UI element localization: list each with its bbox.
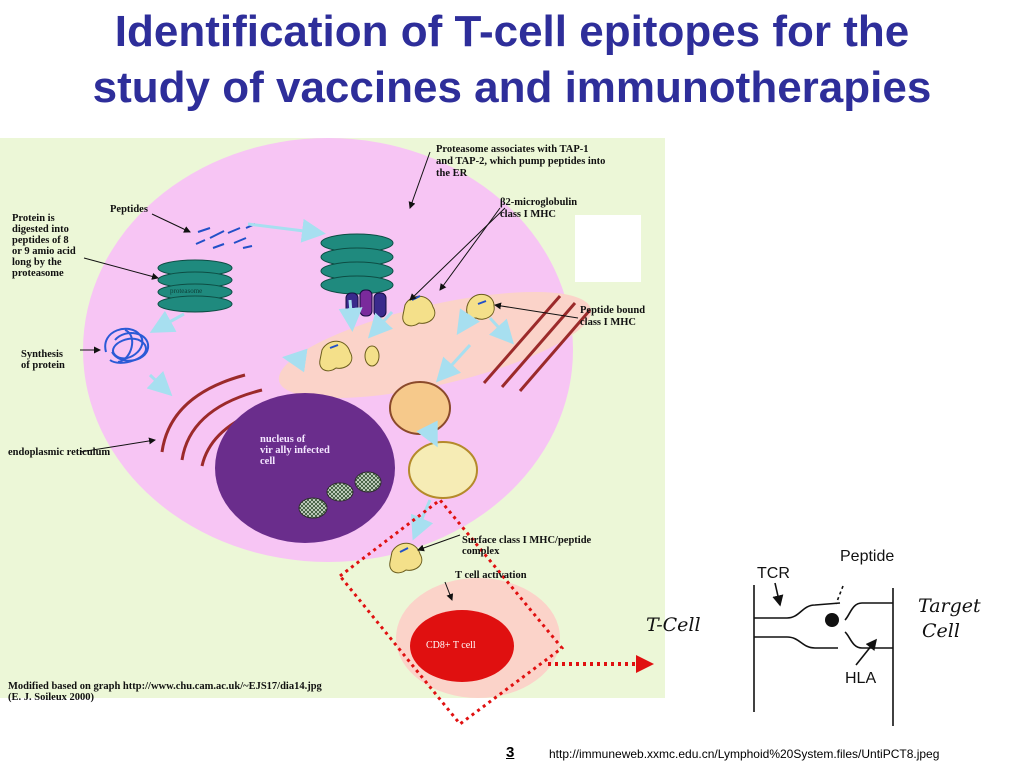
tcr-hla-inset [753,582,894,726]
label-digest-6: proteasome [12,268,64,279]
vesicle-1 [389,381,451,435]
label-proteasome: proteasome [170,287,202,295]
inset-t-cell-label: T-Cell [646,614,701,636]
label-peptide-bound-2: class I MHC [580,317,636,328]
label-b2m-2: class I MHC [500,209,556,220]
label-tap-1: Proteasome associates with TAP-1 [436,144,589,155]
label-digest-2: digested into [12,224,69,235]
label-surface-2: complex [462,546,500,557]
page-number: 3 [506,744,515,761]
slide-title: Identification of T-cell epitopes for th… [0,4,1024,116]
label-er: endoplasmic reticulum [8,447,110,458]
nucleus [215,393,395,543]
inset-tcr-label: TCR [757,565,790,582]
label-digest-3: peptides of 8 [12,235,69,246]
label-tap-3: the ER [436,168,468,179]
peptide-dot [825,613,839,627]
label-synthesis-2: of protein [21,360,65,371]
title-line-1: Identification of T-cell epitopes for th… [114,7,910,56]
label-modified-2: (E. J. Soileux 2000) [8,692,95,703]
inset-peptide-label: Peptide [840,548,894,565]
label-cd8: CD8+ T cell [426,640,476,651]
viral-particles [298,471,382,519]
label-synthesis-1: Synthesis [21,349,63,360]
cell-labels: Peptides Protein is digested into peptid… [8,144,645,703]
label-digest-5: long by the [12,257,62,268]
highlight-box [337,497,565,727]
t-activation-arrow [444,581,454,601]
label-digest-1: Protein is [12,213,55,224]
proteasome-top [320,233,394,295]
label-digest-4: or 9 amio acid [12,246,76,257]
cd8-t-cell [410,610,514,682]
protein-tangle [104,327,150,364]
label-peptides: Peptides [110,204,148,215]
label-t-activation: T cell activation [455,570,527,581]
label-tap-2: and TAP-2, which pump peptides into [436,156,605,167]
label-b2m-1: β2-microglobulin [500,197,577,208]
highlight-arrowhead [636,655,654,673]
source-url: http://immuneweb.xxmc.edu.cn/Lymphoid%20… [549,747,940,761]
inset-hla-label: HLA [845,670,876,687]
er-membrane [278,291,592,399]
epitope-diagram: Peptides Protein is digested into peptid… [0,138,981,727]
annotation-lines [79,151,579,552]
label-surface-1: Surface class I MHC/peptide [462,535,592,546]
label-nucleus-2: vir ally infected [260,445,330,456]
proteasome-left [157,259,233,313]
label-mask [575,215,641,282]
title-line-2: study of vaccines and immunotherapies [92,63,932,112]
inset-target-label-1: Target [918,595,981,617]
vesicle-2 [408,441,478,499]
label-peptide-bound-1: Peptide bound [580,305,645,316]
inset-target-label-2: Cell [922,620,960,642]
pathway-arrows [146,218,515,541]
label-modified-1: Modified based on graph http://www.chu.c… [8,681,323,692]
label-nucleus-1: nucleus of [260,434,306,445]
label-nucleus-3: cell [260,456,275,467]
